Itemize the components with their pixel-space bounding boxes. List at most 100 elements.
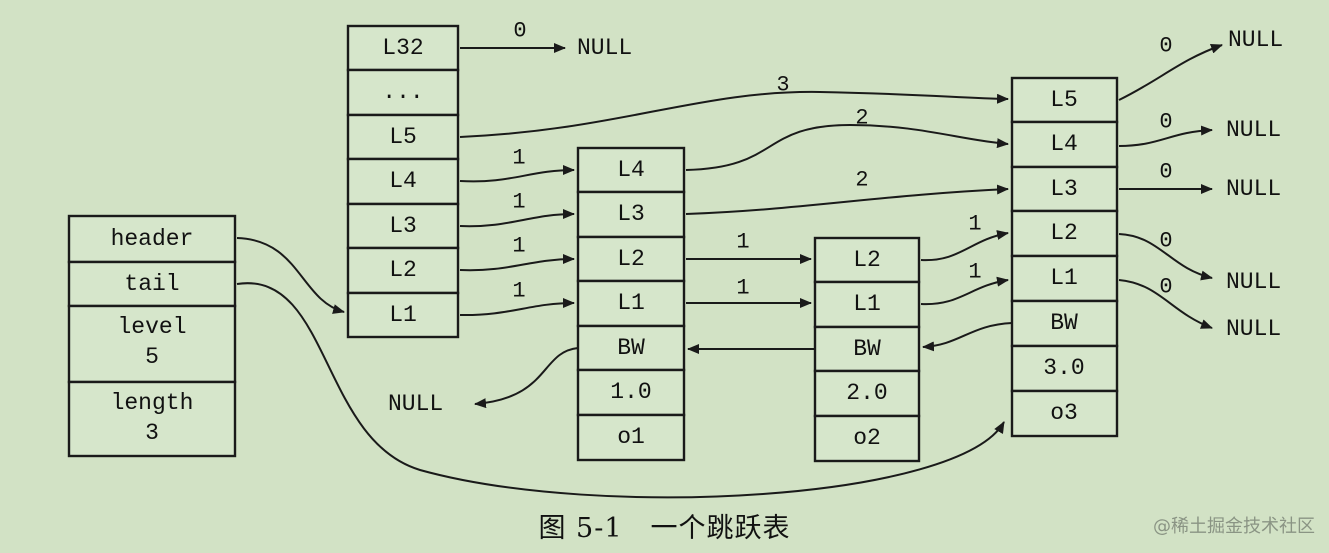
span-header-L5: 3: [776, 73, 789, 98]
o1-score-label: 1.0: [610, 379, 651, 405]
header-L2-arrow: [459, 254, 575, 272]
o2-L2-arrow: [920, 230, 1009, 262]
o3-level-L3-label: L3: [1050, 176, 1078, 202]
o2-level-L1: [813, 280, 921, 329]
tail-field-label: tail: [124, 271, 179, 297]
o1-level-L3-label: L3: [617, 201, 645, 227]
pointer-arrows: [236, 43, 1223, 499]
null-label: NULL: [388, 391, 443, 417]
span-header-L32: 0: [513, 19, 526, 44]
o1-level-L2-label: L2: [617, 246, 645, 272]
span-o1-L3: 2: [855, 168, 868, 193]
length-field-label: length: [111, 390, 194, 416]
level-field-label: level: [117, 314, 186, 340]
o1-L4-arrow: [685, 123, 1009, 171]
level-field-value: 5: [145, 344, 159, 370]
span-header-L3: 1: [512, 190, 525, 215]
span-o3-L3: 0: [1159, 160, 1172, 185]
header-level-L4: [346, 157, 460, 206]
o2-L1-arrow: [920, 276, 1009, 306]
null-label: NULL: [1226, 316, 1281, 342]
o2-backward-label: BW: [853, 336, 881, 362]
header-L5-arrow: [459, 90, 1009, 138]
span-o3-L1: 0: [1159, 275, 1172, 300]
null-label: NULL: [1226, 117, 1281, 143]
o3-score-label: 3.0: [1043, 355, 1084, 381]
span-o1-L1: 1: [736, 276, 749, 301]
span-header-L4: 1: [512, 146, 525, 171]
span-o2-L1: 1: [968, 260, 981, 285]
span-header-L1: 1: [512, 279, 525, 304]
watermark: @稀土掘金技术社区: [1153, 516, 1315, 537]
o3-level-L2: [1010, 209, 1119, 258]
null-label: NULL: [1228, 27, 1283, 53]
span-o2-L2: 1: [968, 212, 981, 237]
o3-backward: [1010, 299, 1119, 348]
o1-object: [576, 413, 686, 462]
node-o1: L4 L3 L2 L1 BW 1.0 o1: [576, 146, 686, 462]
o3-level-L2-label: L2: [1050, 220, 1078, 246]
o1-level-L4-label: L4: [617, 157, 645, 183]
header-level-L2-label: L2: [389, 257, 417, 283]
o1-level-L4: [576, 146, 686, 194]
o1-score: [576, 368, 686, 417]
o3-level-L5-label: L5: [1050, 87, 1078, 113]
o1-object-label: o1: [617, 424, 645, 450]
header-level-L2: [346, 246, 460, 295]
span-o3-L4: 0: [1159, 110, 1172, 135]
span-o1-L2: 1: [736, 230, 749, 255]
span-o3-L5: 0: [1159, 34, 1172, 59]
o3-object: [1010, 389, 1119, 438]
tail-pointer-arrow: [236, 282, 1005, 499]
header-level-L1-label: L1: [389, 302, 417, 328]
o2-score-label: 2.0: [846, 380, 887, 406]
span-labels: 0 3 1 1 1 1 2 2 1 1 1 1 0 0 0 0 0: [512, 19, 1172, 304]
o2-object: [813, 414, 921, 463]
o3-backward-label: BW: [1050, 310, 1078, 336]
null-labels: NULL NULL NULL NULL NULL NULL NULL: [388, 27, 1283, 417]
span-o3-L2: 0: [1159, 229, 1172, 254]
null-label: NULL: [577, 35, 632, 61]
header-L3-arrow: [459, 209, 575, 228]
header-level-L3-label: L3: [389, 213, 417, 239]
span-header-L2: 1: [512, 234, 525, 259]
header-node: L32 ... L5 L4 L3 L2 L1: [346, 24, 460, 339]
o3-level-L1-label: L1: [1050, 265, 1078, 291]
length-field: [67, 380, 237, 458]
o1-backward-arrow: [474, 347, 579, 409]
length-field-value: 3: [145, 420, 159, 446]
span-o1-L4: 2: [855, 106, 868, 131]
o2-level-L1-label: L1: [853, 291, 881, 317]
header-field: [67, 214, 237, 264]
header-L1-arrow: [459, 298, 575, 317]
o1-level-L2: [576, 235, 686, 283]
o3-L4-arrow: [1118, 125, 1213, 147]
header-level-ellipsis-label: ...: [382, 79, 423, 105]
o2-level-L2-label: L2: [853, 247, 881, 273]
zskiplist-struct: header tail level 5 length 3: [67, 214, 237, 458]
header-level-L1: [346, 291, 460, 339]
o2-level-L2: [813, 236, 921, 284]
header-L4-arrow: [459, 165, 575, 183]
o3-L2-arrow: [1118, 233, 1213, 281]
o2-object-label: o2: [853, 425, 881, 451]
header-level-L4-label: L4: [389, 168, 417, 194]
header-pointer-arrow: [236, 237, 345, 314]
header-level-L5-label: L5: [389, 124, 417, 150]
o3-score: [1010, 344, 1119, 393]
null-label: NULL: [1226, 269, 1281, 295]
null-label: NULL: [1226, 176, 1281, 202]
o1-backward-label: BW: [617, 335, 645, 361]
o3-L1-arrow: [1118, 279, 1213, 329]
node-o3: L5 L4 L3 L2 L1 BW 3.0 o3: [1010, 76, 1119, 438]
o1-level-L1-label: L1: [617, 290, 645, 316]
o3-level-L4-label: L4: [1050, 131, 1078, 157]
o3-level-L5: [1010, 76, 1119, 124]
o1-L3-arrow: [685, 184, 1009, 215]
header-field-label: header: [111, 226, 194, 252]
node-o2: L2 L1 BW 2.0 o2: [813, 236, 921, 463]
o3-L5-arrow: [1118, 43, 1223, 101]
o3-backward-arrow: [922, 322, 1013, 352]
figure-caption: 图 5-1 一个跳跃表: [538, 513, 791, 544]
